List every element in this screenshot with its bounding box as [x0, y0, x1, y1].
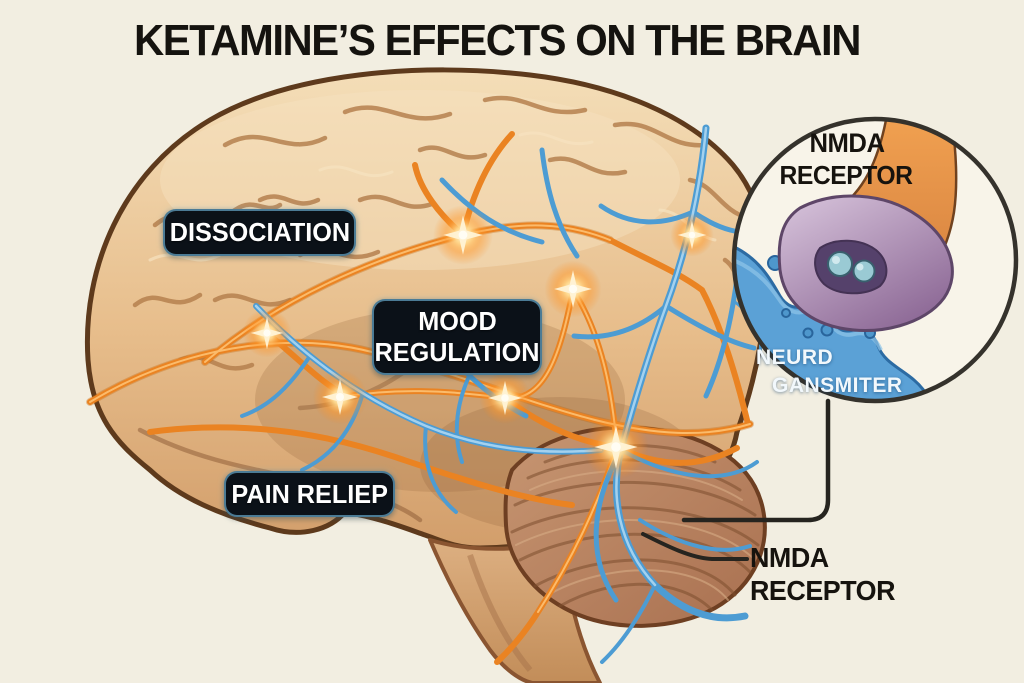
mood-label-line2: REGULATION: [374, 337, 540, 367]
label-pill-dissociation: DISSOCIATION: [163, 209, 356, 256]
neurotransmitter-label-line2: GANSMITER: [772, 374, 903, 397]
synapse-inset-circle: [731, 116, 1019, 404]
label-pill-mood-regulation: MOOD REGULATION: [372, 299, 542, 375]
nmda-receptor-callout-label: NMDA RECEPTOR: [750, 541, 896, 607]
synaptic-vesicles: [827, 251, 876, 283]
inset-title-line2: RECEPTOR: [779, 160, 913, 190]
dissociation-label: DISSOCIATION: [169, 217, 350, 247]
inset-title-line1: NMDA: [809, 128, 885, 158]
callout-line-inset-to-cerebellum: [681, 398, 831, 523]
callout-line-cerebellum-to-label: [641, 532, 749, 561]
pain-label: PAIN RELIEP: [231, 478, 388, 509]
nmda-label-line2: RECEPTOR: [750, 575, 896, 606]
label-pill-pain-relief: PAIN RELIEP: [224, 471, 395, 517]
mood-label-line1: MOOD: [417, 306, 497, 336]
nmda-label-line1: NMDA: [750, 542, 829, 573]
neurotransmitter-label-line1: NEURD: [756, 346, 834, 369]
infographic-title: KETAMINE’S EFFECTS ON THE BRAIN: [133, 16, 861, 65]
